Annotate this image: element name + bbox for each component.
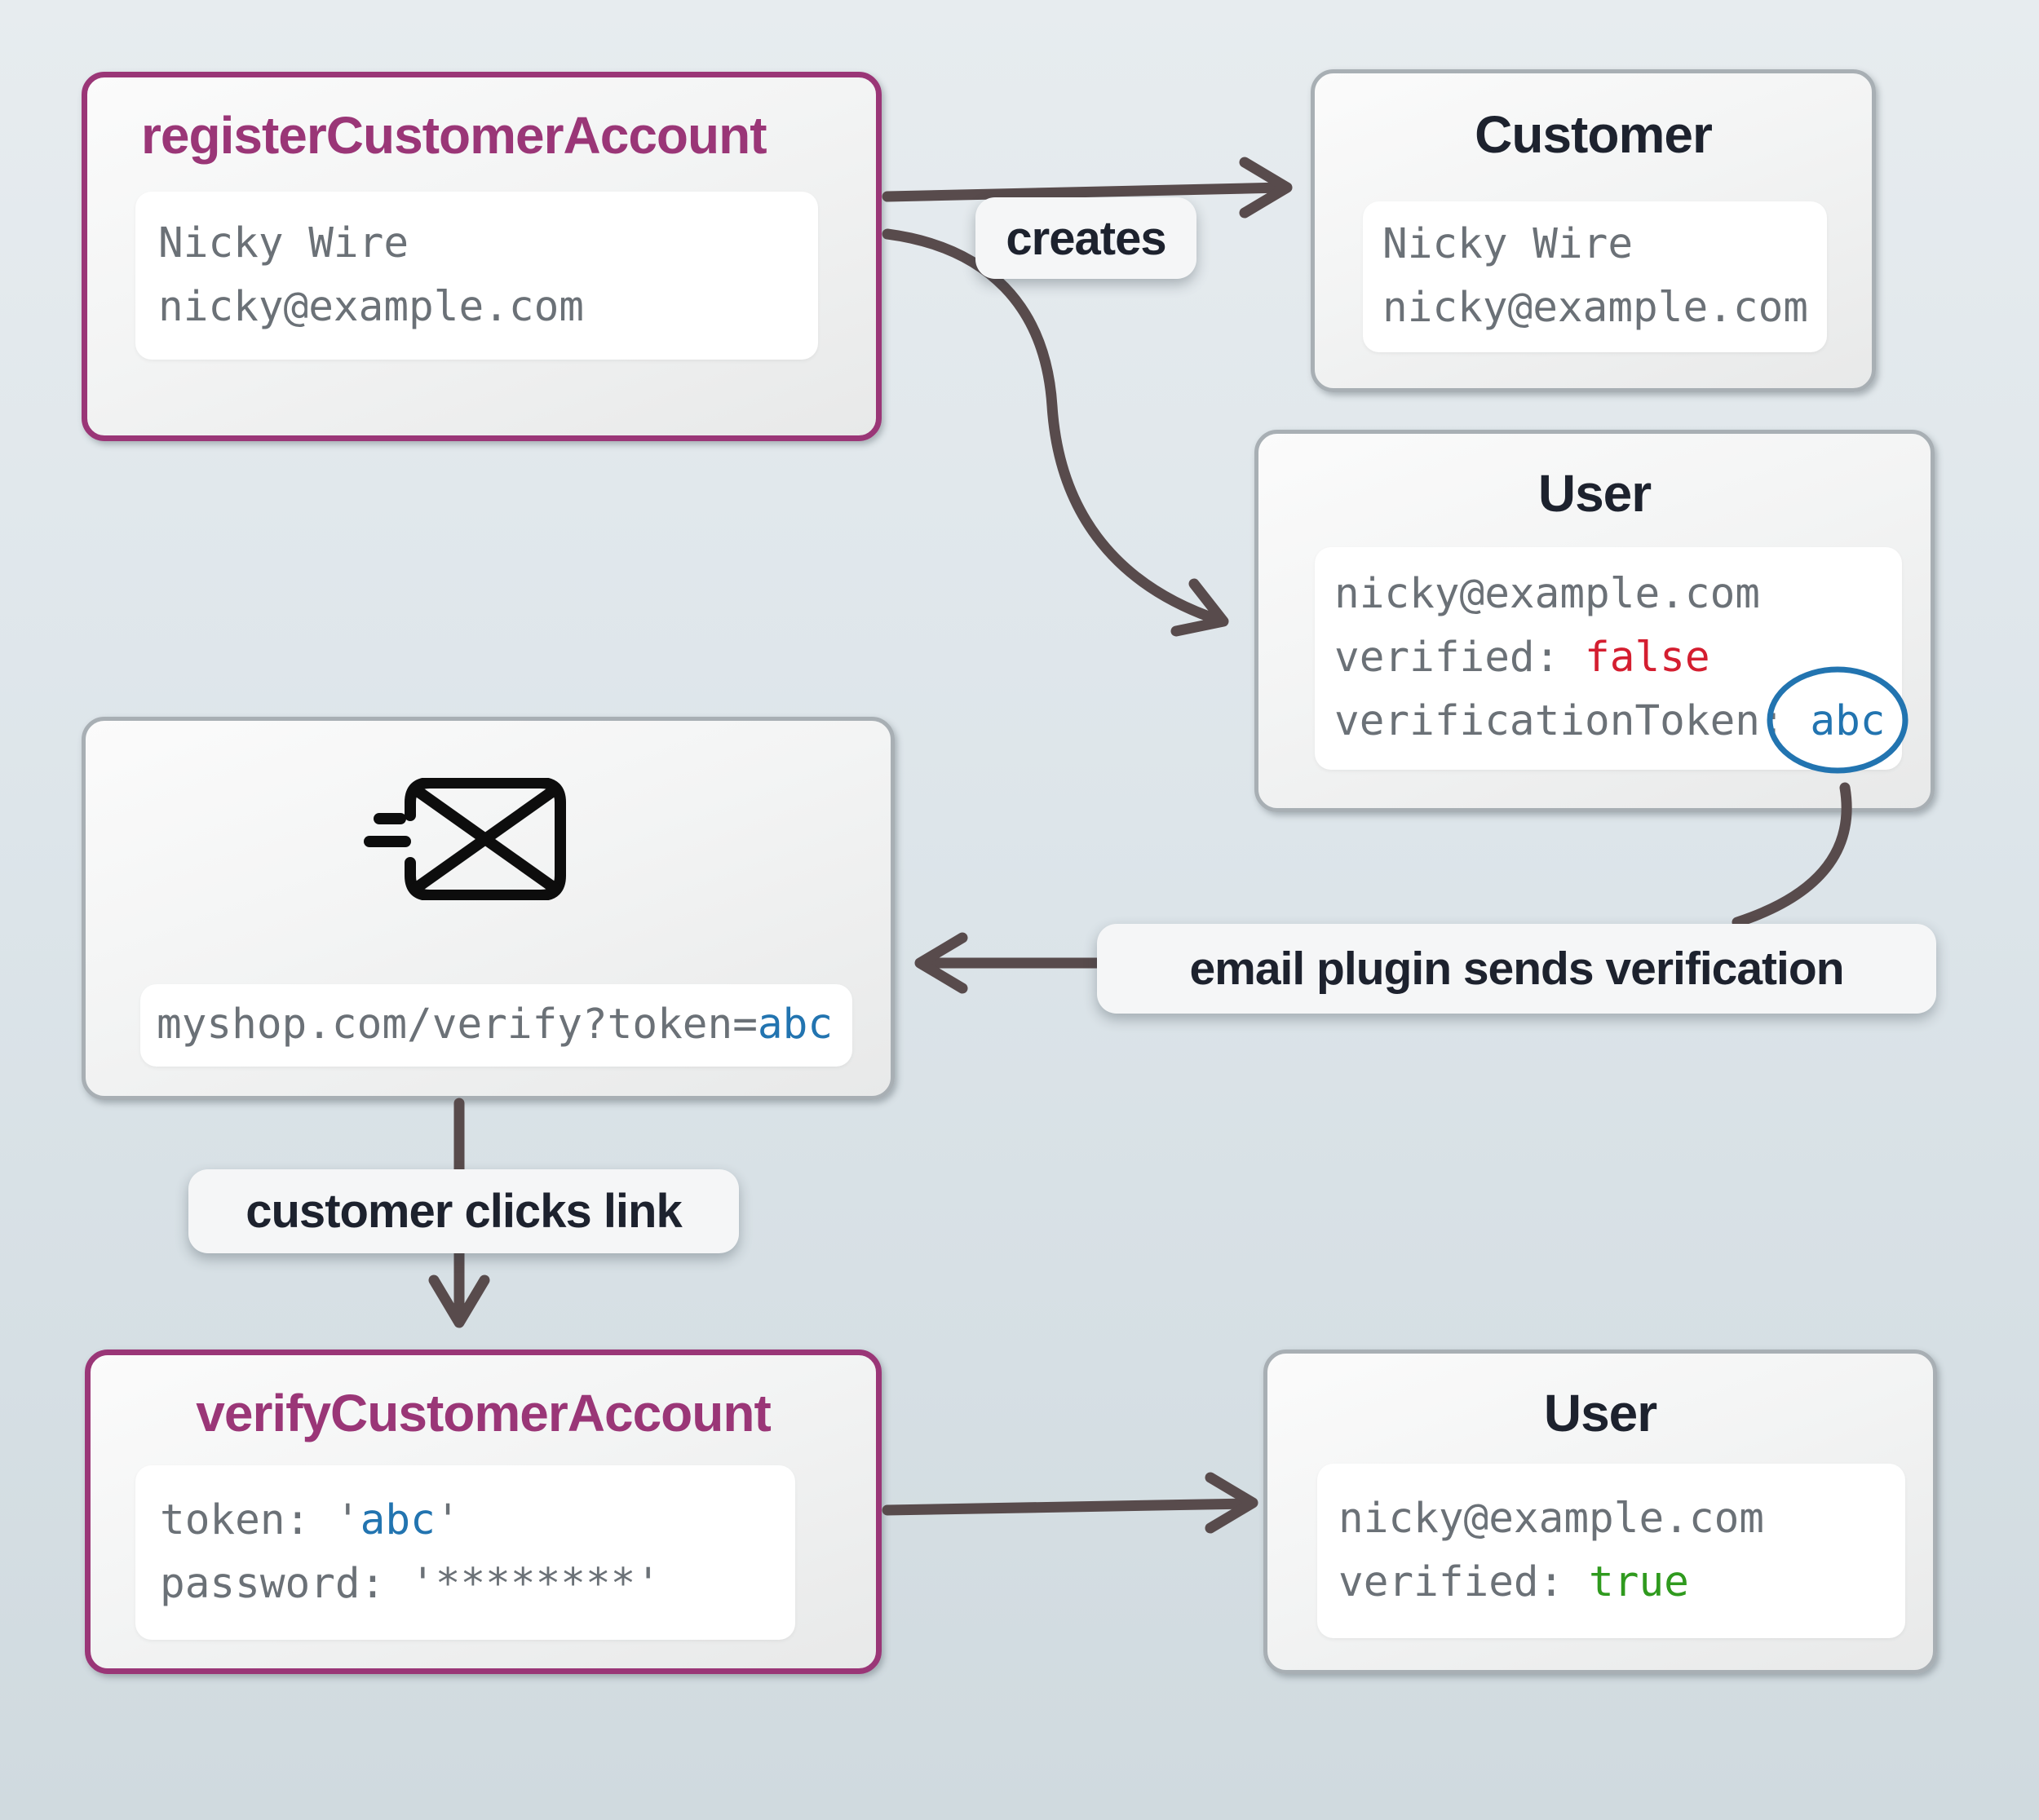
- user-unverified-token-line: verificationToken: abc: [1334, 690, 1902, 753]
- customer-box-title: Customer: [1475, 105, 1713, 164]
- user-unverified-email-line: nicky@example.com: [1334, 570, 1760, 618]
- arrowhead-sends-verification: [914, 932, 968, 994]
- verify-box-title: verifyCustomerAccount: [196, 1384, 772, 1442]
- arrow-creates-customer: [882, 182, 1288, 202]
- token-value: abc: [360, 1496, 436, 1544]
- verification-email-box: myshop.com/verify?token=abc: [82, 717, 895, 1100]
- arrowhead-customer-clicks: [428, 1274, 490, 1328]
- verification-link-line: myshop.com/verify?token=abc: [157, 993, 852, 1057]
- verified-key: verified:: [1338, 1558, 1590, 1606]
- arrow-creates-user: [882, 228, 1226, 626]
- verify-payload-card: token: 'abc' password: '********': [135, 1465, 795, 1640]
- token-quote-open: ': [334, 1496, 360, 1544]
- password-key: password:: [160, 1560, 411, 1608]
- user-verified-verified-line: verified: true: [1338, 1551, 1905, 1615]
- verification-link-card: myshop.com/verify?token=abc: [140, 984, 852, 1067]
- verified-true-value: true: [1589, 1558, 1689, 1606]
- customer-entity-box: Customer Nicky Wire nicky@example.com: [1311, 69, 1876, 392]
- user-verified-email-line: nicky@example.com: [1338, 1495, 1764, 1543]
- email-send-icon: [364, 778, 566, 900]
- verification-url-prefix: myshop.com/verify?token=: [157, 1001, 758, 1049]
- register-box-title: registerCustomerAccount: [141, 106, 767, 165]
- verify-token-line: token: 'abc': [160, 1489, 795, 1553]
- verify-password-line: password: '********': [160, 1553, 795, 1616]
- user-unverified-box-title: User: [1537, 464, 1652, 523]
- register-name-line: Nicky Wire: [158, 219, 409, 267]
- arrowhead-creates-customer: [1239, 157, 1293, 219]
- register-payload-card: Nicky Wire nicky@example.com: [135, 192, 818, 360]
- customer-name-line: Nicky Wire: [1382, 220, 1634, 268]
- user-verified-box-title: User: [1543, 1384, 1657, 1442]
- user-unverified-entity-box: User nicky@example.com verified: false v…: [1254, 430, 1935, 812]
- creates-label: creates: [975, 197, 1196, 279]
- password-value: '********': [410, 1560, 661, 1608]
- customer-clicks-label: customer clicks link: [188, 1169, 739, 1253]
- customer-payload-card: Nicky Wire nicky@example.com: [1363, 201, 1827, 352]
- verified-false-value: false: [1585, 634, 1710, 682]
- user-unverified-payload-card: nicky@example.com verified: false verifi…: [1315, 547, 1902, 770]
- token-quote-close: ': [435, 1496, 461, 1544]
- token-key: token:: [160, 1496, 335, 1544]
- email-plugin-label: email plugin sends verification: [1097, 924, 1936, 1014]
- arrowhead-verify-user: [1205, 1472, 1258, 1534]
- user-verified-payload-card: nicky@example.com verified: true: [1317, 1464, 1905, 1638]
- verification-token-value: abc: [1810, 697, 1886, 745]
- arrow-verify-user: [882, 1498, 1254, 1516]
- verification-token-key: verificationToken:: [1334, 697, 1811, 745]
- verify-customer-account-box: verifyCustomerAccount token: 'abc' passw…: [85, 1350, 882, 1674]
- user-verified-entity-box: User nicky@example.com verified: true: [1263, 1350, 1937, 1674]
- verified-key: verified:: [1334, 634, 1586, 682]
- verification-url-token: abc: [757, 1001, 834, 1049]
- customer-email-line: nicky@example.com: [1382, 284, 1808, 332]
- arrowhead-creates-user: [1170, 578, 1229, 637]
- register-email-line: nicky@example.com: [158, 283, 584, 331]
- register-customer-account-box: registerCustomerAccount Nicky Wire nicky…: [82, 72, 882, 441]
- user-unverified-verified-line: verified: false: [1334, 626, 1902, 690]
